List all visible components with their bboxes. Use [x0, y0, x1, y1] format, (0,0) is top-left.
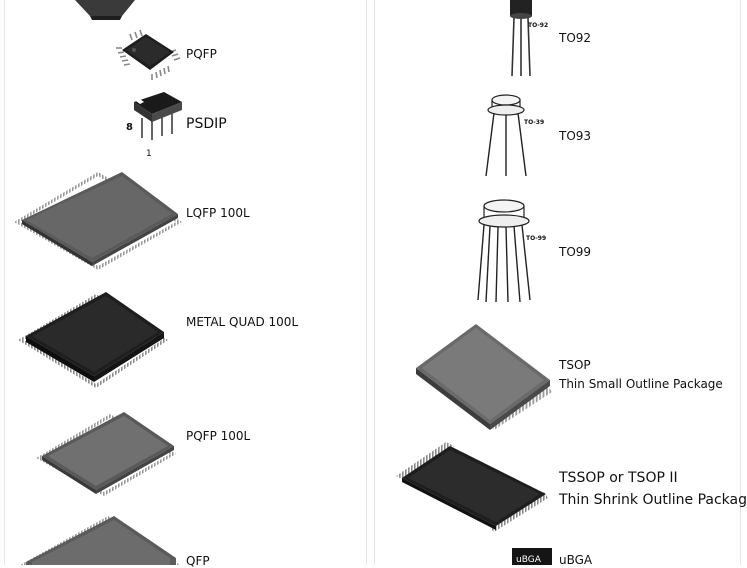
tssop-chip-image [396, 442, 548, 532]
right-column-border-right [740, 0, 741, 565]
psdip-pin-1-label: 1 [146, 149, 152, 159]
tsop-description: Thin Small Outline Package [559, 377, 723, 391]
psdip-pin-8-label: 8 [126, 122, 133, 133]
metal-quad-100l-label: METAL QUAD 100L [186, 315, 299, 329]
lqfp-100l-chip-image [14, 172, 182, 270]
tssop-description: Thin Shrink Outline Package [559, 492, 747, 508]
to99-marking: TO-99 [526, 235, 546, 242]
left-column-border-right [366, 0, 367, 565]
to93-label: TO93 [559, 129, 592, 143]
to99-transistor-image: TO-99 [477, 199, 546, 303]
tssop-label: TSSOP or TSOP II [559, 470, 678, 486]
pqfp-100l-label: PQFP 100L [186, 429, 251, 443]
qfp-label: QFP [186, 554, 210, 568]
qfp-chip-image [20, 516, 180, 565]
pqfp-chip-image [116, 29, 181, 80]
lqfp-100l-label: LQFP 100L [186, 206, 250, 220]
to99-label: TO99 [559, 245, 592, 259]
to92-transistor-image: TO-92 [510, 0, 548, 77]
metal-quad-100l-chip-image [18, 292, 168, 388]
ubga-marking: uBGA [516, 555, 542, 565]
to93-marking: TO-39 [524, 119, 544, 126]
to93-transistor-image: TO-39 [485, 94, 544, 177]
ubga-label: uBGA [559, 553, 593, 567]
partial-chip-image [75, 0, 135, 20]
ubga-chip-image: uBGA [512, 548, 552, 565]
psdip-label: PSDIP [186, 116, 227, 132]
to92-label: TO92 [559, 31, 592, 45]
left-column-border-left [4, 0, 5, 565]
pqfp-100l-chip-image [36, 412, 176, 496]
to92-marking: TO-92 [528, 22, 548, 29]
right-column-border-left [374, 0, 375, 565]
pqfp-label: PQFP [186, 47, 217, 61]
tsop-chip-image [416, 324, 552, 430]
psdip-chip-image: 8 1 [126, 92, 182, 159]
tsop-label: TSOP [559, 358, 591, 372]
